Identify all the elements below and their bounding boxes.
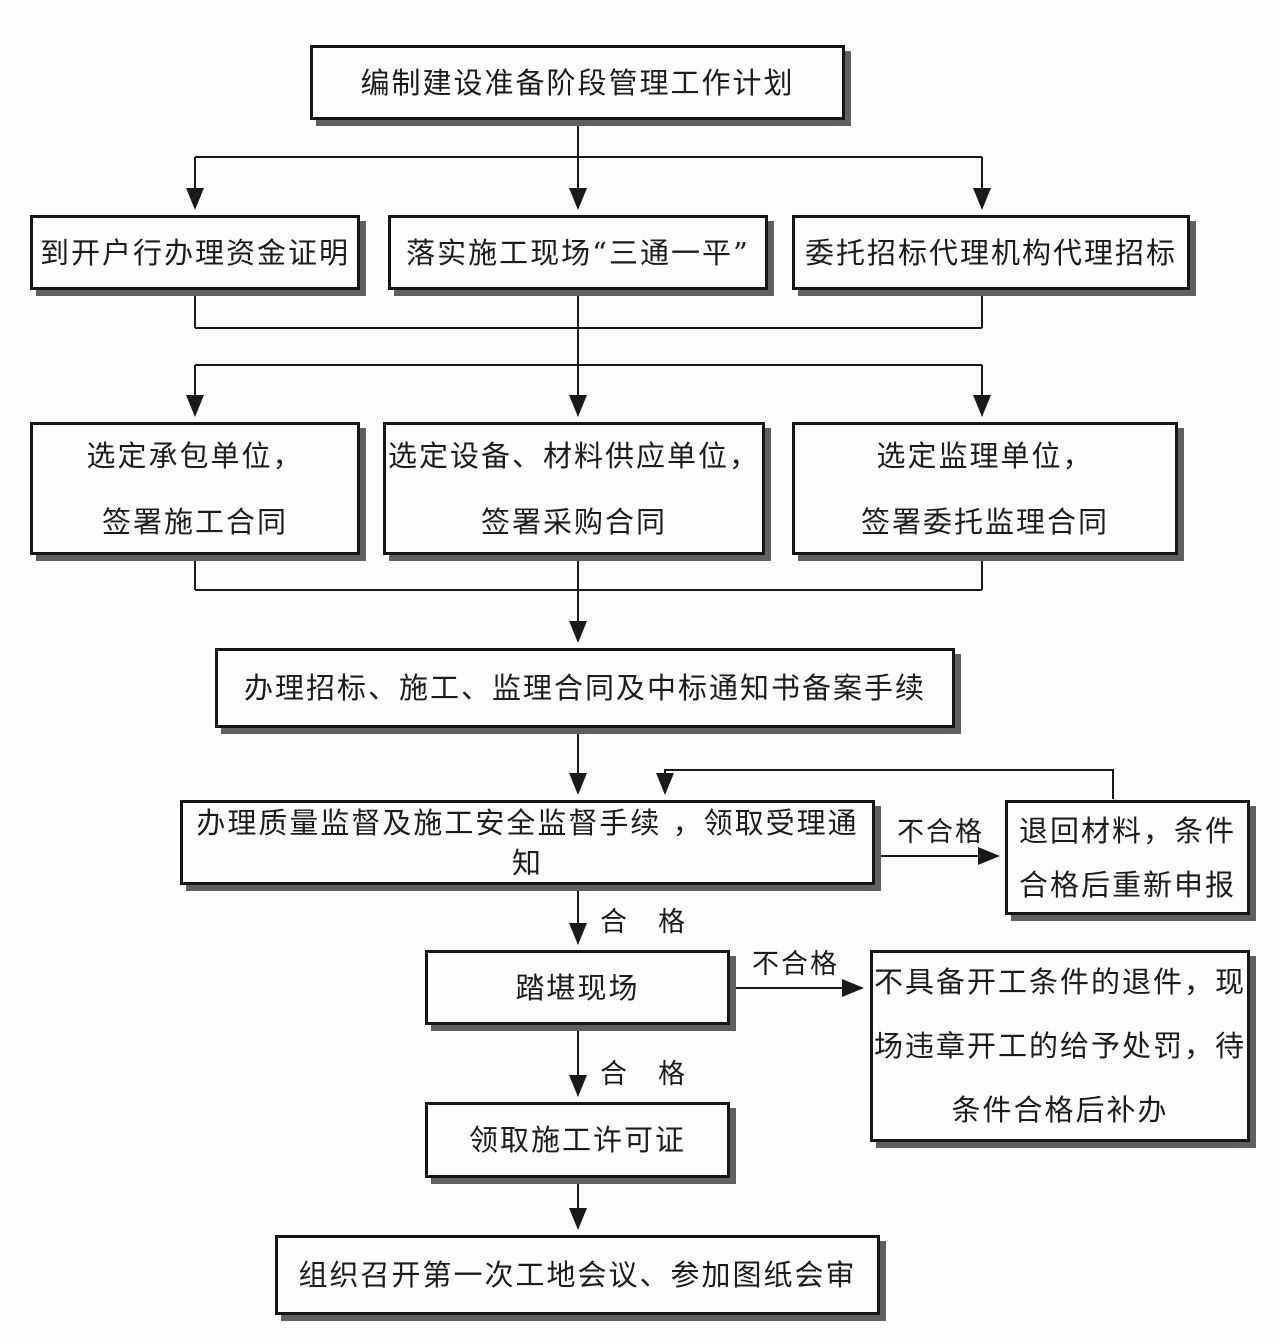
edge-label-pass-quality: 合 格 bbox=[600, 907, 687, 938]
node-first-site-meeting: 组织召开第一次工地会议、参加图纸会审 bbox=[275, 1235, 880, 1315]
edge-label-fail-inspect: 不合格 bbox=[752, 949, 839, 980]
connector-plan-split bbox=[195, 122, 982, 158]
connector-row2-merge bbox=[194, 292, 983, 366]
node-fund-certificate: 到开户行办理资金证明 bbox=[30, 215, 360, 290]
node-quality-supervision: 办理质量监督及施工安全监督手续 ，领取受理通知 bbox=[180, 800, 875, 885]
node-site-preparation: 落实施工现场“三通一平” bbox=[388, 215, 768, 290]
node-return-materials: 退回材料，条件 合格后重新申报 bbox=[1005, 800, 1250, 915]
connector-row3-merge bbox=[194, 557, 983, 591]
node-plan: 编制建设准备阶段管理工作计划 bbox=[310, 45, 845, 120]
node-construction-permit: 领取施工许可证 bbox=[425, 1102, 730, 1178]
node-site-inspection: 踏堪现场 bbox=[425, 950, 730, 1025]
edge-label-fail-quality: 不合格 bbox=[897, 817, 984, 848]
node-select-supplier: 选定设备、材料供应单位， 签署采购合同 bbox=[383, 422, 765, 555]
connector-return-feedback bbox=[656, 769, 1114, 799]
node-contract-filing: 办理招标、施工、监理合同及中标通知书备案手续 bbox=[215, 648, 955, 728]
node-bidding-agency: 委托招标代理机构代理招标 bbox=[792, 215, 1190, 290]
node-reject-penalty: 不具备开工条件的退件，现 场违章开工的给予处罚，待 条件合格后补办 bbox=[870, 950, 1250, 1142]
node-select-supervisor: 选定监理单位， 签署委托监理合同 bbox=[792, 422, 1178, 555]
node-select-contractor: 选定承包单位， 签署施工合同 bbox=[30, 422, 360, 555]
edge-label-pass-inspect: 合 格 bbox=[600, 1059, 687, 1090]
